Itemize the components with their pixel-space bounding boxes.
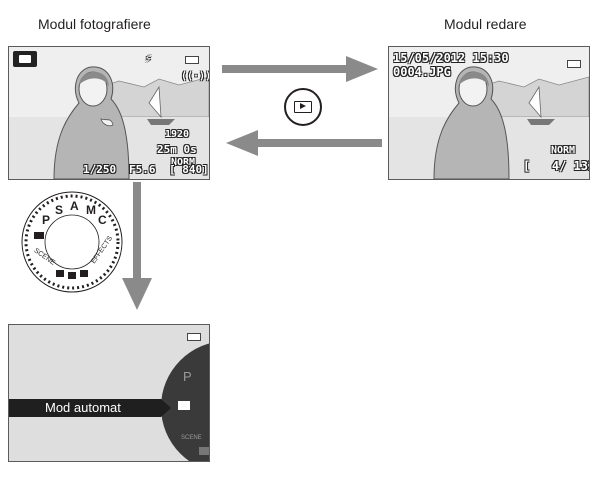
dial-item-camera-icon [178,401,190,410]
battery-icon [185,56,199,64]
mode-label-auto[interactable]: Mod automat [9,399,161,417]
playback-mode-title: Modul redare [444,16,527,32]
flash-auto-icon: ⚡ [145,52,152,65]
dial-camera-icon [34,232,44,239]
mode-label-text: Mod automat [45,400,121,415]
exposures-value: 840 [182,163,203,176]
battery-icon [187,333,201,341]
filename-readout: 0004.JPG [393,65,451,79]
mode-dial-overlay: S P SCENE [161,343,210,461]
battery-icon [567,60,581,68]
playback-screen: 15/05/2012 15:30 0004.JPG NORM [ 4/ 132] [388,46,590,180]
arrow-to-menu [122,182,152,310]
scene-illustration [9,47,209,179]
dial-item-p: P [183,369,192,384]
dial-a: A [70,199,79,213]
arrow-to-playback [222,56,378,82]
scene-illustration [389,47,589,179]
shooting-mode-title: Modul fotografiere [38,16,151,32]
camera-mode-chip [13,51,37,67]
quality-readout: NORM [171,157,196,168]
dial-s: S [55,203,63,217]
dial-item-scene: SCENE [181,435,202,441]
dial-c: C [98,213,107,227]
movie-time-readout: 25m 0s [157,143,197,156]
aperture-readout: F5.6 [129,163,156,176]
play-icon [294,101,312,113]
mode-dial[interactable]: C M A S P SCENE EFFECTS [20,190,124,294]
dial-m: M [86,203,96,217]
image-size-readout: 1920 [165,129,190,140]
dial-item-s: S [209,351,210,366]
playback-button[interactable] [284,88,322,126]
dial-p: P [42,213,50,227]
counter-value: 4/ 132 [551,159,589,173]
image-counter-readout: [ 4/ 132] [523,159,589,173]
arrow-to-shooting [226,130,382,156]
camera-icon [19,55,31,63]
datetime-readout: 15/05/2012 15:30 [393,51,509,65]
mode-label-pointer [161,399,171,417]
vibration-reduction-icon: ((·)) [181,71,210,82]
exposures-remaining-readout: [ 840] [169,163,209,176]
mode-selection-screen: S P SCENE Mod automat [8,324,210,462]
shooting-screen: ⚡ ((·)) 1920 25m 0s NORM 1/250 F5.6 [ 84… [8,46,210,180]
quality-readout: NORM [551,145,576,156]
shutter-speed-readout: 1/250 [83,163,117,176]
